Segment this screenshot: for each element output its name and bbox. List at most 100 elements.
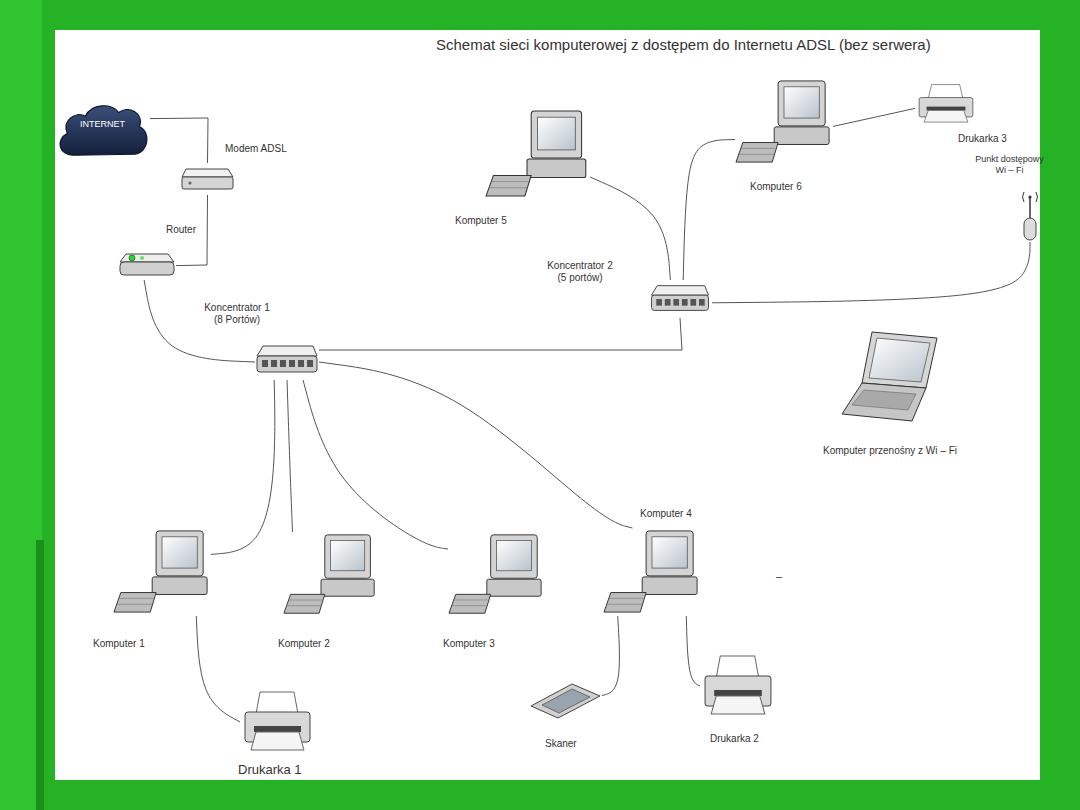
hub-node: Koncentrator 1 (8 Portów) [255,340,319,380]
printer-node: Drukarka 1 [240,688,315,756]
network-cable [712,242,1030,303]
hub-port [699,299,705,306]
pc-keys [289,600,322,601]
pc-case [321,579,374,596]
pc-icon [448,532,545,617]
hub-front [652,295,709,310]
printer-node: Drukarka 3 [915,82,977,126]
pc-case [152,577,207,595]
printer-slot [714,690,762,696]
printer-tray [711,696,765,714]
cloud-icon [55,100,150,162]
hub-front [257,356,317,372]
pc-monitor [156,531,203,576]
laptop-icon [840,328,940,426]
pc-monitor [491,535,538,578]
pc-screen [331,541,365,571]
laptop-lid [862,332,937,388]
hub-port [307,360,313,367]
laptop-base [842,383,926,421]
device-label: Drukarka 2 [710,733,759,745]
device-label: Komputer 4 [640,508,692,520]
pc-case [527,159,586,177]
hub-port [289,360,295,367]
pc-keys [287,605,321,606]
pc-node: Komputer 4 [603,528,701,616]
pc-screen [538,117,576,150]
ap-waves [1023,192,1038,202]
printer-icon [700,652,776,720]
router-top [120,254,174,262]
hub-port [262,360,268,367]
stray-mark: – [776,570,782,582]
printer-tray [924,110,968,122]
network-cable [196,616,240,722]
diagram-title: Schemat sieci komputerowej z dostępem do… [436,36,931,53]
network-cable [287,380,293,532]
printer-paper [928,85,963,99]
pc-icon [113,528,211,616]
ap-tip [1028,195,1031,198]
device-label: Komputer 2 [278,638,330,650]
pc-keyboard [604,593,646,613]
pc-case [642,577,697,595]
laptop-node: Komputer przenośny z Wi – Fi [840,328,940,426]
hub-port [271,360,277,367]
hub-port [673,299,679,306]
printer-icon [240,688,315,756]
pc-monitor [325,535,371,578]
printer-paper [256,692,298,714]
pc-keys [117,604,152,605]
pc-node: Komputer 5 [485,108,590,200]
ap-node: Punkt dostępowy Wi – Fi [1017,188,1043,242]
device-label: Komputer przenośny z Wi – Fi [770,445,1010,457]
router-icon [118,248,176,280]
network-cable [211,380,275,554]
hub-node: Koncentrator 2 (5 portów) [648,280,712,318]
pc-keyboard [284,594,325,613]
device-label: Komputer 5 [455,215,507,227]
pc-keyboard [736,143,778,163]
router-front [120,262,174,275]
network-cable [833,108,915,126]
hub-port [690,299,696,306]
device-label: Koncentrator 1 (8 Portów) [201,302,273,326]
laptop-keyboard [852,390,916,410]
modem-node: Modem ADSL [180,163,235,195]
pc-keyboard [114,593,156,613]
laptop-screen [869,338,930,382]
cloud-node: INTERNET [55,100,150,162]
hub-port [656,299,662,306]
pc-keys [739,154,774,155]
modem-top [182,169,233,177]
modem-icon [180,163,235,195]
cloud-shape [60,106,147,155]
device-label: Komputer 3 [443,638,495,650]
network-cable [602,616,619,696]
slide-band [36,540,44,810]
device-label: Punkt dostępowy Wi – Fi [972,154,1047,176]
printer-paper [716,656,759,678]
device-label: Drukarka 1 [238,762,302,778]
device-label: Komputer 6 [750,181,802,193]
hub-top [257,346,317,356]
printer-node: Drukarka 2 [700,652,776,720]
scanner-node: Skaner [528,678,602,722]
pc-icon [283,532,378,617]
network-cable [150,118,208,163]
pc-node: Komputer 1 [113,528,211,616]
hub-top [652,286,709,296]
pc-monitor [646,531,693,576]
device-label: Komputer 1 [93,638,145,650]
pc-screen [162,537,197,568]
pc-keyboard [486,175,531,195]
pc-screen [784,87,819,118]
device-label: Router [166,224,196,236]
pc-case [774,127,829,145]
pc-screen [497,541,532,571]
pc-keys [489,187,527,188]
pc-node: Komputer 6 [735,78,833,166]
network-cable [683,140,735,280]
ap-body [1024,218,1036,240]
